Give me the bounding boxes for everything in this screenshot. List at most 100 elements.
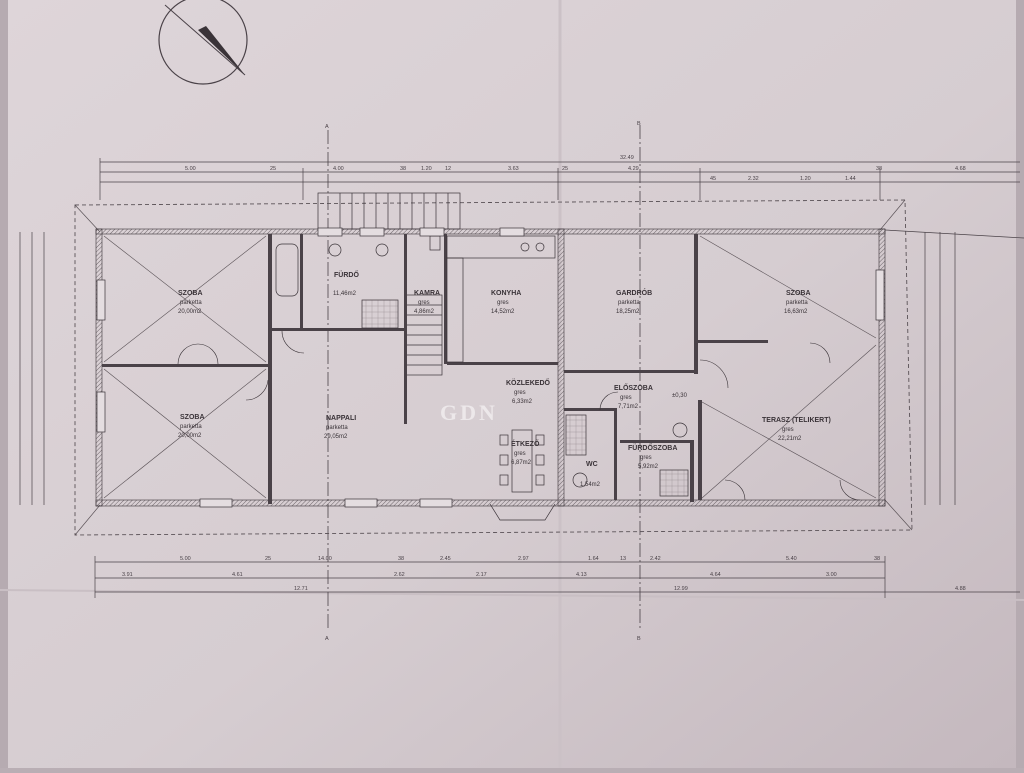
svg-text:2.97: 2.97 bbox=[518, 556, 529, 562]
section-mark-a-top: A bbox=[325, 124, 329, 130]
svg-text:1.20: 1.20 bbox=[800, 176, 811, 182]
svg-text:3.91: 3.91 bbox=[122, 572, 133, 578]
svg-text:KONYHA: KONYHA bbox=[491, 290, 521, 297]
svg-text:20,00m2: 20,00m2 bbox=[178, 309, 202, 315]
svg-text:25: 25 bbox=[562, 166, 568, 172]
svg-text:2.32: 2.32 bbox=[748, 176, 759, 182]
room-label-szoba-2: SZOBA parketta 20,00m2 bbox=[178, 414, 205, 439]
watermark-logo: GDN bbox=[440, 400, 498, 425]
svg-text:parketta: parketta bbox=[326, 425, 348, 431]
bathroom-fixtures bbox=[275, 235, 689, 497]
svg-text:gres: gres bbox=[497, 300, 509, 306]
svg-text:parketta: parketta bbox=[180, 300, 202, 306]
svg-text:1.44: 1.44 bbox=[845, 176, 856, 182]
room-label-nappali: NAPPALI parketta 29,05m2 bbox=[324, 415, 356, 440]
left-dimension-lines bbox=[19, 232, 45, 505]
room-label-kamra: KAMRA gres 4,86m2 bbox=[414, 290, 440, 315]
room-label-etkezo: ÉTKEZŐ gres 6,87m2 bbox=[511, 439, 540, 466]
roof-outline bbox=[74, 199, 913, 536]
top-dimension-labels: 5.00 25 4.00 38 1.20 12 3.63 25 4.29 45 … bbox=[185, 166, 966, 182]
svg-text:6,87m2: 6,87m2 bbox=[511, 460, 532, 466]
svg-text:3.00: 3.00 bbox=[826, 572, 837, 578]
svg-text:SZOBA: SZOBA bbox=[178, 290, 203, 297]
section-mark-b-bottom: B bbox=[637, 636, 641, 642]
svg-text:4.13: 4.13 bbox=[576, 572, 587, 578]
room-label-szoba-3: SZOBA parketta 16,63m2 bbox=[784, 290, 811, 315]
paper-sheet bbox=[8, 0, 1016, 768]
svg-text:6,33m2: 6,33m2 bbox=[512, 399, 533, 405]
room-label-szoba-1: SZOBA parketta 20,00m2 bbox=[178, 290, 203, 315]
svg-text:13: 13 bbox=[620, 556, 626, 562]
svg-text:ÉTKEZŐ: ÉTKEZŐ bbox=[511, 439, 540, 448]
right-dimension-lines bbox=[884, 229, 1024, 505]
svg-text:1.64: 1.64 bbox=[588, 556, 599, 562]
svg-text:4.88: 4.88 bbox=[955, 586, 966, 592]
svg-text:38: 38 bbox=[400, 166, 406, 172]
outer-walls bbox=[95, 228, 886, 507]
svg-text:5.40: 5.40 bbox=[786, 556, 797, 562]
svg-text:gres: gres bbox=[620, 395, 632, 401]
svg-text:gres: gres bbox=[782, 427, 794, 433]
svg-text:SZOBA: SZOBA bbox=[786, 290, 811, 297]
svg-text:12.71: 12.71 bbox=[294, 586, 308, 592]
svg-text:20,00m2: 20,00m2 bbox=[178, 433, 202, 439]
room-label-konyha: KONYHA gres 14,52m2 bbox=[491, 290, 521, 315]
svg-text:38: 38 bbox=[874, 556, 880, 562]
svg-text:1,54m2: 1,54m2 bbox=[580, 482, 601, 488]
staircase bbox=[317, 192, 461, 376]
svg-text:2.62: 2.62 bbox=[394, 572, 405, 578]
room-label-furdoszoba: FÜRDŐSZOBA gres 5,92m2 bbox=[628, 443, 677, 470]
svg-text:FÜRDŐSZOBA: FÜRDŐSZOBA bbox=[628, 443, 677, 452]
svg-text:12.99: 12.99 bbox=[674, 586, 688, 592]
svg-text:2.17: 2.17 bbox=[476, 572, 487, 578]
svg-text:GARDRÓB: GARDRÓB bbox=[616, 288, 652, 297]
windows bbox=[96, 227, 885, 508]
section-mark-b-top: B bbox=[637, 121, 641, 127]
svg-text:5,92m2: 5,92m2 bbox=[638, 464, 659, 470]
svg-text:38: 38 bbox=[398, 556, 404, 562]
room-label-furdo: FÜRDŐ 11,46m2 bbox=[333, 270, 359, 297]
svg-text:5.00: 5.00 bbox=[185, 166, 196, 172]
dining-table bbox=[489, 429, 556, 521]
top-dimension-lines bbox=[99, 158, 1020, 200]
room-diagonals bbox=[103, 235, 877, 499]
svg-text:29,05m2: 29,05m2 bbox=[324, 434, 348, 440]
door-swings bbox=[177, 330, 861, 501]
svg-text:3.63: 3.63 bbox=[508, 166, 519, 172]
svg-text:NAPPALI: NAPPALI bbox=[326, 415, 356, 422]
bottom-dimension-lines bbox=[94, 556, 1020, 598]
svg-text:22,21m2: 22,21m2 bbox=[778, 436, 802, 442]
room-label-gardrob: GARDRÓB parketta 18,25m2 bbox=[616, 288, 652, 315]
interior-walls bbox=[102, 234, 768, 504]
svg-text:4.00: 4.00 bbox=[333, 166, 344, 172]
room-label-kozlekedo: KÖZLEKEDŐ gres 6,33m2 bbox=[506, 378, 551, 405]
svg-text:14.00: 14.00 bbox=[318, 556, 332, 562]
svg-text:38: 38 bbox=[876, 166, 882, 172]
svg-text:4,86m2: 4,86m2 bbox=[414, 309, 435, 315]
dim-top-total: 32.49 bbox=[620, 155, 634, 161]
svg-text:4.68: 4.68 bbox=[955, 166, 966, 172]
svg-text:16,63m2: 16,63m2 bbox=[784, 309, 808, 315]
bottom-dimension-labels: 5.00 25 14.00 38 2.45 2.97 1.64 13 2.42 … bbox=[122, 556, 966, 592]
svg-text:parketta: parketta bbox=[180, 424, 202, 430]
roof-hips bbox=[74, 199, 913, 536]
svg-text:gres: gres bbox=[640, 455, 652, 461]
svg-text:1.20: 1.20 bbox=[421, 166, 432, 172]
svg-text:TERASZ (TELIKERT): TERASZ (TELIKERT) bbox=[762, 417, 831, 424]
svg-text:45: 45 bbox=[710, 176, 716, 182]
svg-text:7,71m2: 7,71m2 bbox=[618, 404, 639, 410]
svg-text:FÜRDŐ: FÜRDŐ bbox=[334, 270, 359, 279]
svg-text:25: 25 bbox=[270, 166, 276, 172]
svg-text:ELŐSZOBA: ELŐSZOBA bbox=[614, 383, 653, 392]
svg-text:parketta: parketta bbox=[618, 300, 640, 306]
svg-text:gres: gres bbox=[418, 300, 430, 306]
svg-text:2.42: 2.42 bbox=[650, 556, 661, 562]
svg-text:25: 25 bbox=[265, 556, 271, 562]
svg-text:gres: gres bbox=[514, 390, 526, 396]
svg-text:SZOBA: SZOBA bbox=[180, 414, 205, 421]
svg-text:18,25m2: 18,25m2 bbox=[616, 309, 640, 315]
svg-text:gres: gres bbox=[514, 451, 526, 457]
room-label-terasz: TERASZ (TELIKERT) gres 22,21m2 bbox=[762, 417, 831, 442]
room-label-eloszoba: ELŐSZOBA gres 7,71m2 bbox=[614, 383, 653, 410]
